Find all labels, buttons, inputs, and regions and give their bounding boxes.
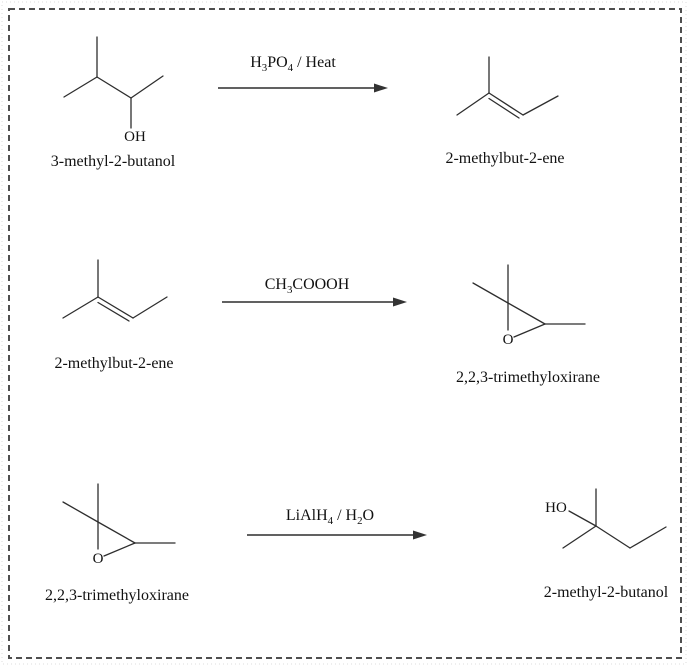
reactant-name-row1: 3-methyl-2-butanol	[50, 153, 176, 170]
structure-2-methylbut-2-ene	[456, 56, 559, 119]
double-bond-inner	[488, 97, 520, 119]
oxygen-atom-label: O	[503, 332, 514, 348]
hydroxyl-atom-label: HO	[545, 500, 567, 516]
double-bond-outer	[488, 92, 524, 116]
bond	[62, 501, 99, 523]
arrow-head	[374, 83, 388, 93]
hydroxyl-atom-label: OH	[124, 129, 146, 145]
arrow-head	[413, 530, 427, 540]
bond	[130, 75, 164, 99]
bond	[96, 76, 132, 99]
product-name-row2: 2,2,3-trimethyloxirane	[456, 369, 600, 386]
reagent-label-row1: H3PO4 / Heat	[250, 54, 336, 75]
dashed-border	[8, 8, 682, 659]
ring-bond	[97, 521, 136, 544]
bond	[62, 296, 99, 319]
bond	[629, 526, 667, 549]
bond	[568, 510, 597, 527]
reactant-name-row2: 2-methylbut-2-ene	[54, 355, 174, 372]
structure-3-methyl-2-butanol: OH	[63, 36, 164, 145]
reactant-name-row3: 2,2,3-trimethyloxirane	[45, 587, 189, 604]
bond	[472, 282, 509, 304]
bond	[132, 296, 168, 319]
product-name-row1: 2-methylbut-2-ene	[445, 150, 565, 167]
ring-bond	[507, 302, 546, 325]
arrow-head	[393, 297, 407, 307]
structure-2-methyl-2-butanol: HO	[545, 488, 667, 549]
bond	[562, 525, 597, 549]
reaction-arrow-row1	[218, 83, 388, 93]
ring-bond	[103, 542, 136, 557]
structure-2-methylbut-2-ene-2	[62, 259, 168, 322]
reagent-label-row2: CH3COOOH	[264, 276, 350, 297]
reagent-label-row3: LiAlH4 / H2O	[285, 507, 375, 528]
product-name-row3: 2-methyl-2-butanol	[543, 584, 669, 601]
reaction-arrow-row2	[222, 297, 407, 307]
structure-trimethyloxirane-2: O	[62, 483, 176, 567]
bond	[522, 95, 559, 116]
double-bond-outer	[97, 296, 134, 319]
double-bond-inner	[97, 301, 130, 322]
ring-bond	[513, 323, 546, 338]
bond	[595, 525, 631, 549]
structure-trimethyloxirane: O	[472, 264, 586, 348]
bond	[63, 76, 98, 98]
oxygen-atom-label: O	[93, 551, 104, 567]
reaction-arrow-row3	[247, 530, 427, 540]
bond	[456, 92, 490, 116]
